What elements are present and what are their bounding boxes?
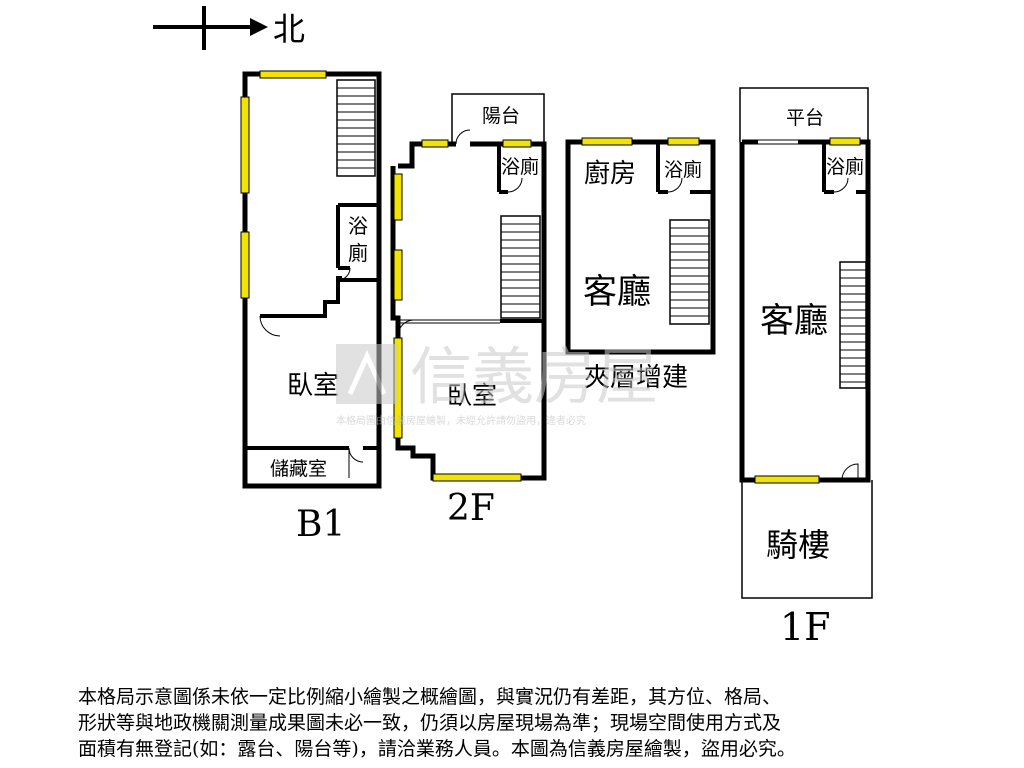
b1-window-left-upper xyxy=(240,96,250,194)
2f-window-bottom xyxy=(432,473,522,482)
1f-window-bottom xyxy=(754,475,820,484)
2f-floor-label: 2F xyxy=(447,488,495,529)
1f-room-platform: 平台 xyxy=(786,107,824,129)
mezz-outer-wall xyxy=(565,139,716,355)
2f-window-top-right xyxy=(502,139,532,148)
floor-plan: 北 浴 廁 臥室 儲藏室 B1 xyxy=(153,6,873,649)
mezz-room-bathroom: 浴廁 xyxy=(664,158,702,181)
1f-room-bathroom: 浴廁 xyxy=(826,155,864,178)
north-arrow: 北 xyxy=(153,6,305,50)
mezz-stairs xyxy=(669,219,710,325)
disclaimer: 本格局示意圖係未依一定比例縮小繪製之概繪圖，與實況仍有差距，其方位、格局、 形狀… xyxy=(78,684,978,762)
b1-window-left-lower xyxy=(240,231,250,299)
b1-window-top xyxy=(259,70,327,79)
1f-bathroom-wall xyxy=(822,142,868,194)
mezz-room-living: 客廳 xyxy=(583,272,651,312)
north-label: 北 xyxy=(273,10,305,48)
b1-room-bath-2: 廁 xyxy=(348,241,368,265)
b1-storage-door xyxy=(348,447,364,463)
2f-balcony xyxy=(451,93,545,144)
disclaimer-line-2: 形狀等與地政機關測量成果圖未必一致，仍須以房屋現場為準；現場空間使用方式及 xyxy=(78,712,782,734)
2f-room-balcony: 陽台 xyxy=(482,105,520,127)
b1-bathroom xyxy=(260,203,378,318)
watermark-notice: 本格局圖由信義房屋繪製，未經允許請勿盜用，違者必究 xyxy=(336,414,586,427)
floor-b1: 浴 廁 臥室 儲藏室 B1 xyxy=(240,70,382,545)
1f-platform xyxy=(739,87,869,142)
b1-room-storage: 儲藏室 xyxy=(270,458,327,480)
disclaimer-line-3: 面積有無登記(如：露台、陽台等)，請洽業務人員。本圖為信義房屋繪製，盜用必究。 xyxy=(78,738,796,760)
2f-bathroom-wall xyxy=(497,144,508,194)
2f-room-bedroom: 臥室 xyxy=(447,381,497,410)
b1-stairs xyxy=(336,79,376,177)
1f-entry-door xyxy=(841,463,859,481)
mezz-window-left xyxy=(581,137,633,146)
b1-bedroom-door xyxy=(259,315,281,337)
2f-room-bathroom: 浴廁 xyxy=(501,155,539,178)
floor-mezzanine: 廚房 浴廁 客廳 夾層增建 xyxy=(565,137,716,393)
2f-window-left-1 xyxy=(393,173,403,221)
disclaimer-line-1: 本格局示意圖係未依一定比例縮小繪製之概繪圖，與實況仍有差距，其方位、格局、 xyxy=(78,686,782,708)
mezz-room-kitchen: 廚房 xyxy=(584,159,636,189)
2f-window-top-left xyxy=(421,139,449,148)
2f-stairs xyxy=(500,215,541,319)
1f-window-top xyxy=(829,137,861,146)
b1-room-bedroom: 臥室 xyxy=(287,371,339,401)
1f-room-arcade: 騎樓 xyxy=(766,526,830,564)
mezz-window-right xyxy=(667,137,700,146)
1f-stairs xyxy=(839,261,867,389)
watermark-brand: 信義房屋 xyxy=(410,340,658,413)
mezz-room-extension: 夾層增建 xyxy=(584,363,688,393)
2f-window-left-2 xyxy=(393,249,403,301)
b1-floor-label: B1 xyxy=(296,504,345,545)
1f-floor-label: 1F xyxy=(780,605,831,649)
floor-2f: 陽台 浴廁 臥室 2F xyxy=(390,93,547,529)
1f-arcade xyxy=(741,480,873,599)
b1-room-bath-1: 浴 xyxy=(348,214,368,238)
1f-room-living: 客廳 xyxy=(760,301,828,341)
mezz-bathroom-wall xyxy=(656,142,668,194)
floor-1f: 平台 浴廁 客廳 騎樓 1F xyxy=(739,87,873,649)
watermark: 信義房屋 本格局圖由信義房屋繪製，未經允許請勿盜用，違者必究 xyxy=(336,340,658,427)
2f-sliding-door xyxy=(398,319,500,324)
